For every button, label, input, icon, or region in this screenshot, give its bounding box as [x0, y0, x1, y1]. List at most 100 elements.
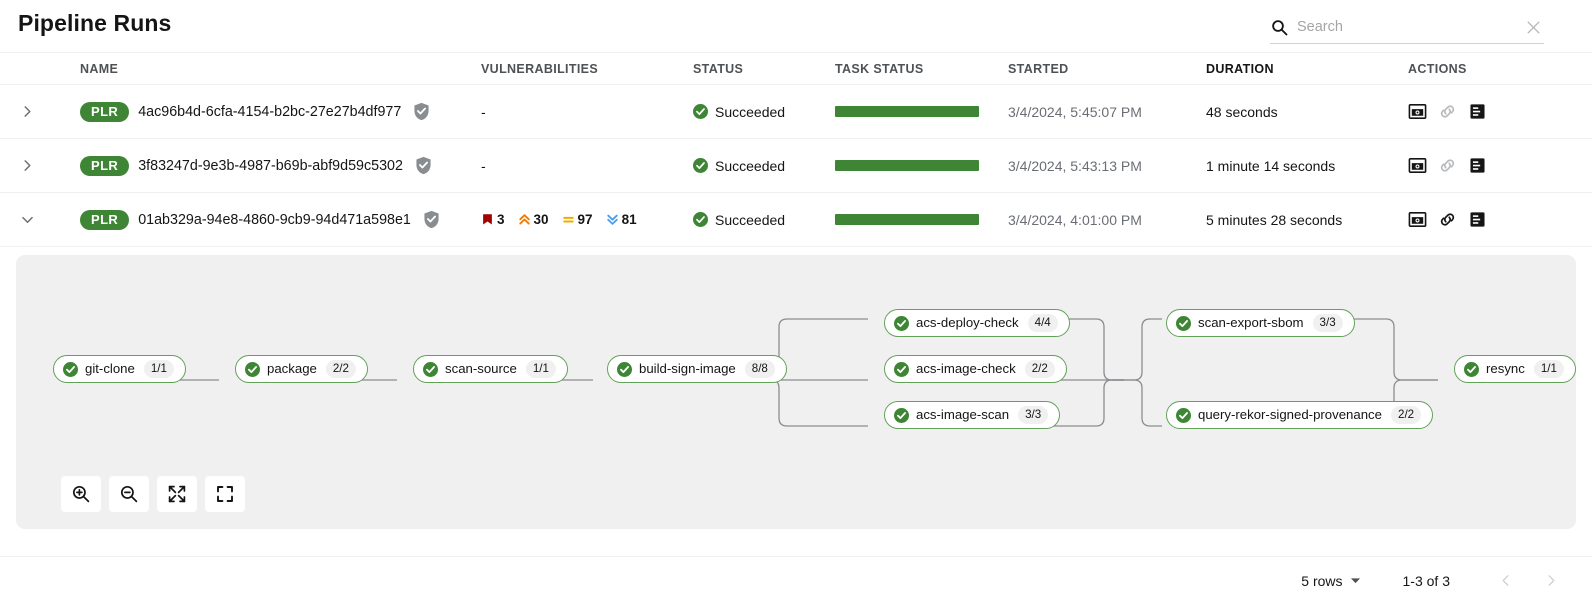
plr-badge: PLR — [80, 209, 130, 230]
pipeline-node-query-rekor-signed-provenance[interactable]: query-rekor-signed-provenance 2/2 — [1166, 401, 1434, 429]
plr-badge: PLR — [80, 101, 130, 122]
pipeline-node-label: query-rekor-signed-provenance — [1198, 407, 1382, 423]
page-title: Pipeline Runs — [18, 10, 172, 36]
check-circle-icon — [894, 315, 909, 331]
check-circle-icon — [423, 361, 438, 377]
caret-down-icon — [1350, 577, 1361, 584]
pipeline-node-acs-deploy-check[interactable]: acs-deploy-check 4/4 — [884, 309, 1070, 337]
pipeline-runs-table: NAME VULNERABILITIES STATUS TASK STATUS … — [0, 52, 1592, 247]
pipeline-node-git-clone[interactable]: git-clone 1/1 — [53, 355, 186, 383]
task-progress-bar — [835, 106, 979, 117]
pipeline-node-count: 1/1 — [1533, 360, 1564, 378]
task-progress-bar — [835, 160, 979, 171]
task-progress-bar — [835, 214, 979, 225]
column-header-duration: DURATION — [1206, 61, 1274, 76]
no-vulnerabilities: - — [481, 103, 486, 120]
started-cell: 3/4/2024, 5:45:07 PM — [1008, 103, 1142, 120]
pipeline-graph-edges — [156, 318, 1438, 427]
pipeline-node-scan-source[interactable]: scan-source 1/1 — [413, 355, 568, 383]
pipeline-node-label: scan-source — [445, 361, 517, 377]
actions-cell — [1402, 156, 1592, 175]
column-header-actions: ACTIONS — [1408, 61, 1467, 76]
pipeline-node-label: scan-export-sbom — [1198, 315, 1304, 331]
pipeline-node-label: git-clone — [85, 361, 135, 377]
started-cell: 3/4/2024, 4:01:00 PM — [1008, 211, 1142, 228]
table-row[interactable]: PLR 3f83247d-9e3b-4987-b69b-abf9d59c5302… — [0, 139, 1592, 193]
run-name[interactable]: 01ab329a-94e8-4860-9cb9-94d471a598e1 — [138, 211, 411, 228]
critical-severity-icon — [481, 213, 494, 226]
pipeline-node-label: acs-image-check — [916, 361, 1016, 377]
column-header-name: NAME — [80, 61, 119, 76]
fit-to-screen-button[interactable] — [157, 476, 197, 512]
table-row[interactable]: PLR 4ac96b4d-6cfa-4154-b2bc-27e27b4df977… — [0, 85, 1592, 139]
pipeline-node-build-sign-image[interactable]: build-sign-image 8/8 — [607, 355, 787, 383]
row-expand-toggle[interactable] — [18, 214, 36, 225]
check-circle-icon — [693, 212, 708, 227]
no-vulnerabilities: - — [481, 157, 486, 174]
visualization-icon[interactable] — [1408, 102, 1427, 121]
graph-controls — [61, 476, 245, 512]
row-expand-toggle[interactable] — [18, 158, 36, 173]
zoom-in-button[interactable] — [61, 476, 101, 512]
run-name-cell: PLR 01ab329a-94e8-4860-9cb9-94d471a598e1 — [36, 209, 481, 230]
check-circle-icon — [617, 361, 632, 377]
table-header-row: NAME VULNERABILITIES STATUS TASK STATUS … — [0, 52, 1592, 85]
task-status-cell — [835, 214, 1008, 225]
pipeline-node-scan-export-sbom[interactable]: scan-export-sbom 3/3 — [1166, 309, 1355, 337]
zoom-out-button[interactable] — [109, 476, 149, 512]
run-name[interactable]: 3f83247d-9e3b-4987-b69b-abf9d59c5302 — [138, 157, 403, 174]
table-row[interactable]: PLR 01ab329a-94e8-4860-9cb9-94d471a598e1… — [0, 193, 1592, 247]
pipeline-node-label: acs-deploy-check — [916, 315, 1019, 331]
logs-icon[interactable] — [1468, 210, 1487, 229]
pipeline-node-label: resync — [1486, 361, 1525, 377]
pipeline-node-package[interactable]: package 2/2 — [235, 355, 368, 383]
task-status-cell — [835, 160, 1008, 171]
visualization-icon[interactable] — [1408, 210, 1427, 229]
reset-view-button[interactable] — [205, 476, 245, 512]
status-cell: Succeeded — [693, 212, 835, 228]
pipeline-node-count: 2/2 — [1024, 360, 1055, 378]
row-expand-toggle[interactable] — [18, 104, 36, 119]
search-input[interactable] — [1297, 18, 1516, 37]
severity-moderate: 97 — [562, 212, 593, 227]
link-icon[interactable] — [1438, 156, 1457, 175]
actions-cell — [1402, 210, 1592, 229]
logs-icon[interactable] — [1468, 156, 1487, 175]
shield-check-icon — [423, 210, 440, 229]
search-icon — [1271, 19, 1288, 36]
pipeline-node-count: 2/2 — [325, 360, 356, 378]
logs-icon[interactable] — [1468, 102, 1487, 121]
check-circle-icon — [693, 158, 708, 173]
run-name-cell: PLR 4ac96b4d-6cfa-4154-b2bc-27e27b4df977 — [36, 101, 481, 122]
pipeline-node-count: 1/1 — [525, 360, 556, 378]
pipeline-node-acs-image-check[interactable]: acs-image-check 2/2 — [884, 355, 1067, 383]
visualization-icon[interactable] — [1408, 156, 1427, 175]
link-icon[interactable] — [1438, 210, 1457, 229]
next-page-button[interactable] — [1540, 570, 1562, 592]
search-bar[interactable] — [1270, 12, 1544, 44]
vulnerabilities-cell: 3 30 97 81 — [481, 212, 693, 227]
column-header-vulnerabilities: VULNERABILITIES — [481, 61, 599, 76]
vulnerabilities-cell: - — [481, 158, 693, 174]
vulnerabilities-cell: - — [481, 104, 693, 120]
pipeline-node-acs-image-scan[interactable]: acs-image-scan 3/3 — [884, 401, 1061, 429]
pipeline-node-count: 2/2 — [1391, 406, 1422, 424]
pipeline-node-label: package — [267, 361, 317, 377]
status-label: Succeeded — [715, 211, 786, 228]
critical-count: 3 — [497, 212, 505, 227]
run-name[interactable]: 4ac96b4d-6cfa-4154-b2bc-27e27b4df977 — [138, 103, 402, 120]
pipeline-node-resync[interactable]: resync 1/1 — [1454, 355, 1576, 383]
link-icon[interactable] — [1438, 102, 1457, 121]
severity-critical: 3 — [481, 212, 505, 227]
pipeline-node-label: acs-image-scan — [916, 407, 1010, 423]
check-circle-icon — [245, 361, 260, 377]
check-circle-icon — [1176, 407, 1191, 423]
pipeline-node-count: 3/3 — [1018, 406, 1049, 424]
check-circle-icon — [693, 104, 708, 119]
close-icon[interactable] — [1525, 19, 1542, 36]
previous-page-button[interactable] — [1494, 570, 1516, 592]
pipeline-node-count: 8/8 — [744, 360, 775, 378]
rows-per-page-select[interactable]: 5 rows — [1301, 573, 1360, 589]
pipeline-node-count: 1/1 — [143, 360, 174, 378]
check-circle-icon — [894, 407, 909, 423]
